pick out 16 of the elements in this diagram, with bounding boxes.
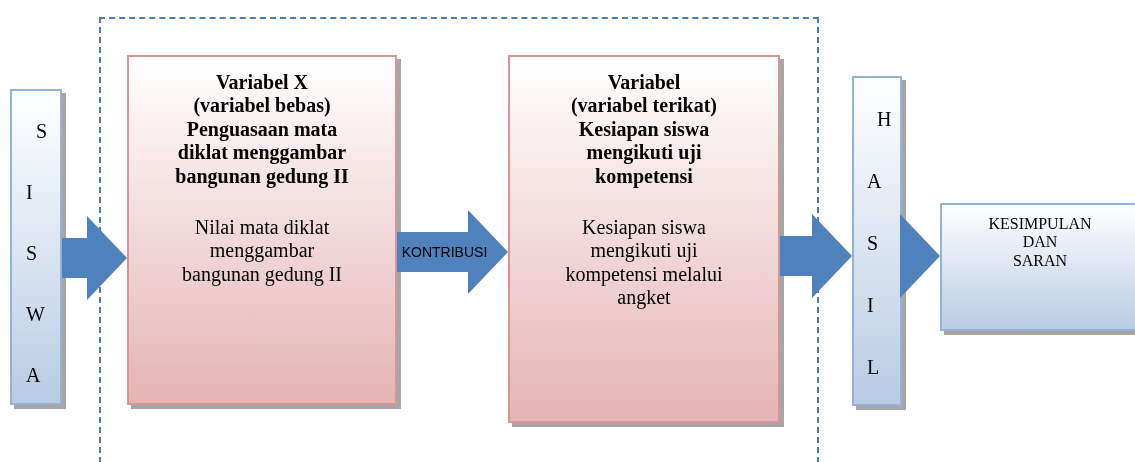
block-arrow — [900, 214, 940, 298]
box-text: KESIMPULAN DAN SARAN — [987, 215, 1093, 271]
box-text: Nilai mata diklat menggambar bangunan gedung II — [181, 215, 343, 287]
vertical-label: SISWA — [26, 119, 46, 388]
box-text: Kesiapan siswa mengikuti uji kompetensi melalui angket — [564, 215, 724, 310]
edge-label: KONTRIBUSI — [401, 244, 488, 260]
box-heading: Variabel — [606, 71, 682, 95]
block-arrow — [397, 210, 508, 294]
block-arrow — [62, 216, 127, 300]
box-heading: (variabel terikat) — [569, 94, 719, 118]
box-heading: Kesiapan siswa mengikuti uji kompetensi — [577, 117, 711, 188]
block-arrow — [780, 214, 852, 298]
dashed-frame — [99, 17, 819, 462]
box-heading: Variabel X — [214, 71, 309, 95]
box-heading: (variabel bebas) — [192, 94, 332, 118]
box-heading: Penguasaan mata diklat menggambar bangunan gedung II — [174, 117, 350, 188]
